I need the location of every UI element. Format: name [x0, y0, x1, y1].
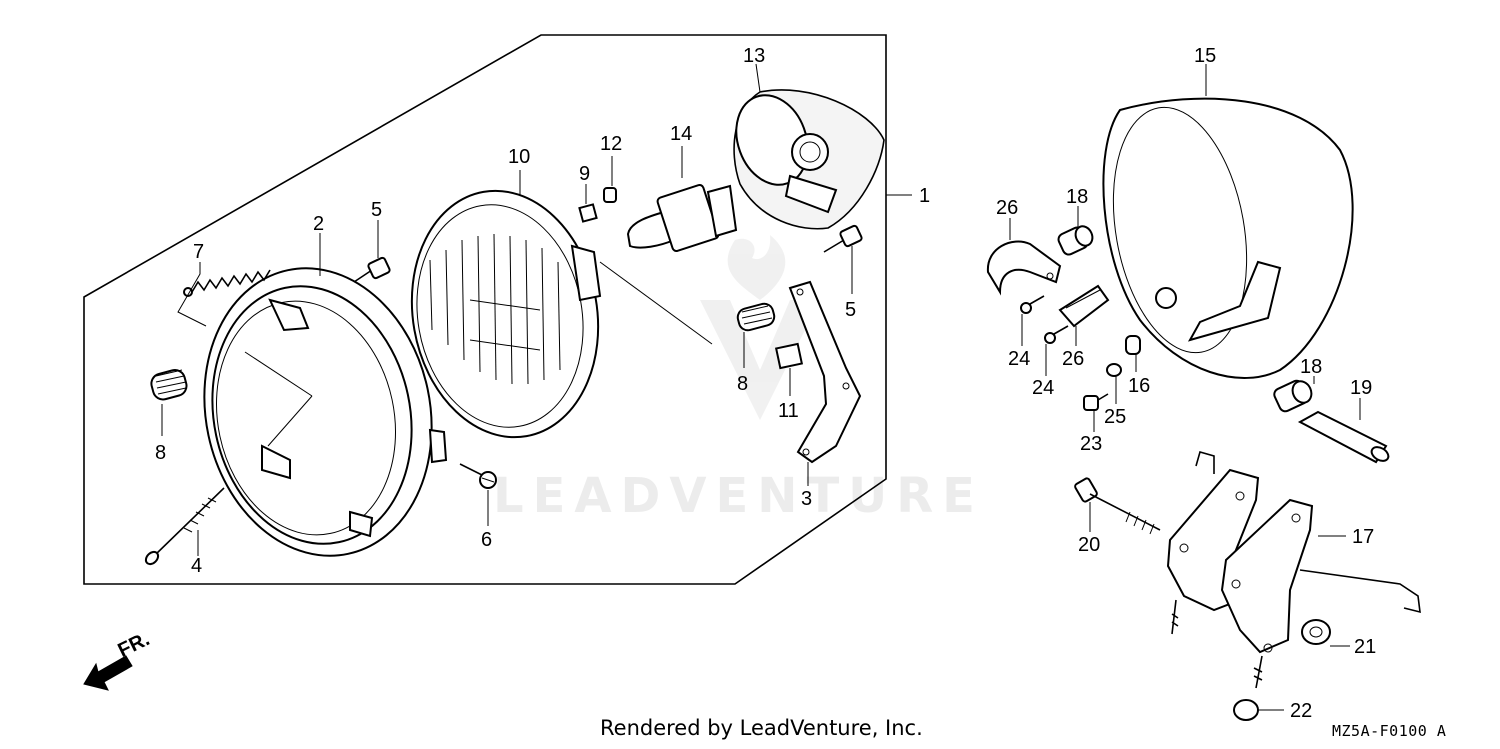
callout-26a: 26 [996, 197, 1018, 219]
bolt-right-part [823, 224, 863, 253]
cable-clamp-lower-part [1058, 284, 1110, 328]
headlight-lens-part [410, 189, 602, 439]
callout-3: 3 [801, 488, 812, 510]
callout-18b: 18 [1300, 356, 1322, 378]
callout-1: 1 [919, 185, 930, 207]
grommet-lower-part [1273, 379, 1313, 413]
callout-22: 22 [1290, 700, 1312, 722]
callout-24a: 24 [1008, 348, 1030, 370]
adjust-screw-part [144, 487, 225, 566]
hex-nut-part [1233, 699, 1259, 721]
callout-21: 21 [1354, 636, 1376, 658]
grommet-upper-part [1057, 225, 1094, 256]
callout-8a: 8 [155, 442, 166, 464]
callout-18a: 18 [1066, 186, 1088, 208]
callout-15: 15 [1194, 45, 1216, 67]
square-nut-part [774, 342, 804, 370]
bolt-left-part [353, 256, 391, 283]
callout-19: 19 [1350, 377, 1372, 399]
callout-9: 9 [579, 163, 590, 185]
cable-clamp-upper-part [986, 240, 1062, 296]
callout-26b: 26 [1062, 348, 1084, 370]
headlight-rim-part [203, 267, 448, 557]
callout-14: 14 [670, 123, 692, 145]
callout-2: 2 [313, 213, 324, 235]
bolt-small-part [1083, 393, 1109, 411]
watermark-logo-icon [700, 235, 820, 420]
headlight-bulb-part [626, 183, 738, 253]
leader-connector [599, 261, 713, 345]
adjust-spring-right-part [736, 302, 776, 332]
leader-13 [755, 63, 761, 93]
callout-24b: 24 [1032, 377, 1054, 399]
headlight-case-part [733, 89, 885, 230]
rubber-grommet-part [1125, 335, 1141, 355]
callout-8b: 8 [737, 373, 748, 395]
callout-12: 12 [600, 133, 622, 155]
callout-16: 16 [1128, 375, 1150, 397]
callout-10: 10 [508, 146, 530, 168]
screw-part [459, 463, 497, 489]
clip-nut-part [578, 187, 617, 223]
watermark-text: LEADVENTURE [493, 468, 984, 524]
stay-bracket-part [788, 280, 862, 464]
headlight-stay-part [1166, 451, 1421, 689]
adjust-spring-part [183, 269, 271, 297]
footer-credit: Rendered by LeadVenture, Inc. [600, 716, 923, 740]
callout-7: 7 [193, 241, 204, 263]
callout-4: 4 [191, 555, 202, 577]
collar-part [1297, 410, 1390, 464]
headlight-shell-part [1102, 97, 1354, 379]
callout-6: 6 [481, 529, 492, 551]
callout-13: 13 [743, 45, 765, 67]
front-direction-arrow-icon [83, 655, 133, 691]
screw-small-upper-part [1020, 295, 1045, 314]
diagram-code: MZ5A-F0100 A [1332, 722, 1447, 740]
long-bolt-part [1074, 477, 1161, 535]
washer-part [1106, 363, 1122, 377]
callout-5a: 5 [371, 199, 382, 221]
flange-nut-part [1301, 619, 1331, 645]
leader-7 [177, 262, 207, 327]
screw-small-lower-part [1044, 325, 1069, 344]
callout-25: 25 [1104, 406, 1126, 428]
callout-17: 17 [1352, 526, 1374, 548]
callout-11: 11 [778, 400, 799, 422]
assembly-boundary [83, 34, 887, 585]
adjust-spring-left-part [150, 369, 188, 401]
callout-23: 23 [1080, 433, 1102, 455]
callout-20: 20 [1078, 534, 1100, 556]
callout-5b: 5 [845, 299, 856, 321]
